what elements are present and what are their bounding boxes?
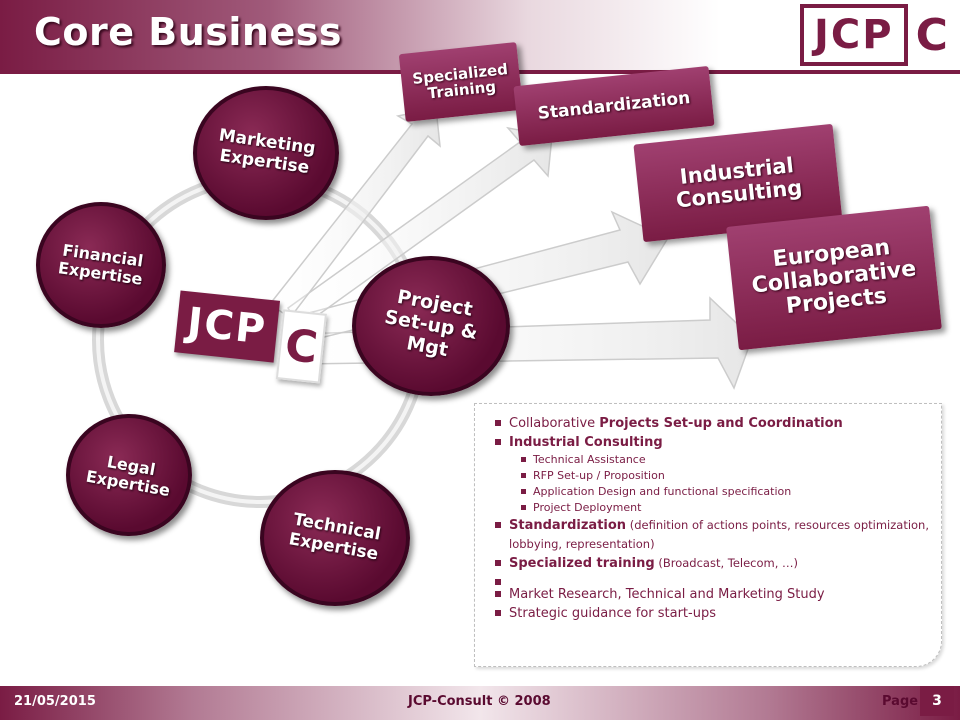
item2: Industrial Consulting — [509, 435, 663, 450]
list-item: Strategic guidance for start-ups — [495, 604, 941, 623]
list-item: Collaborative Projects Set-up and Coordi… — [495, 414, 941, 433]
legal-expertise-label: Legal Expertise — [84, 451, 171, 501]
marketing-expertise-circle: Marketing Expertise — [193, 86, 339, 220]
footer-bar: 21/05/2015 JCP-Consult © 2008 Page — [0, 686, 960, 720]
sub-list-item: Project Deployment — [509, 500, 941, 516]
technical-expertise-circle: Technical Expertise — [260, 470, 410, 606]
financial-expertise-circle: Financial Expertise — [36, 202, 166, 328]
arrow-training — [268, 107, 441, 320]
sub-list-item: RFP Set-up / Proposition — [509, 468, 941, 484]
logo-c: C — [915, 9, 948, 61]
footer-page-label: Page — [882, 694, 919, 709]
brand-logo: JCP C — [800, 4, 948, 66]
project-setup-circle: Project Set-up & Mgt — [352, 256, 510, 396]
center-logo-jcp: JCP — [174, 290, 281, 363]
logo-jcp: JCP — [800, 4, 908, 66]
european-projects-tag: European Collaborative Projects — [726, 205, 942, 351]
page-number: 3 — [920, 686, 954, 716]
page-title: Core Business — [34, 10, 342, 54]
specialized-training-tag: Specialized Training — [398, 42, 524, 122]
item3-rest: (definition of actions points, resources… — [509, 518, 929, 551]
footer-date: 21/05/2015 — [14, 694, 96, 709]
marketing-expertise-label: Marketing Expertise — [217, 125, 318, 179]
item4-bold: Specialized training — [509, 556, 655, 571]
item3-bold: Standardization — [509, 518, 627, 533]
list-spacer — [495, 573, 941, 585]
footer-copyright: JCP-Consult © 2008 — [408, 694, 551, 709]
list-item: Market Research, Technical and Marketing… — [495, 585, 941, 604]
logo-main-text: JCP — [814, 12, 894, 58]
item1-pre: Collaborative — [509, 416, 600, 431]
list-item: Industrial Consulting — [495, 433, 941, 452]
item4-rest: (Broadcast, Telecom, …) — [654, 556, 799, 570]
list-item: Specialized training (Broadcast, Telecom… — [495, 554, 941, 573]
center-logo-c: C — [275, 309, 327, 384]
technical-expertise-label: Technical Expertise — [287, 510, 383, 565]
sub-list-item: Application Design and functional specif… — [509, 484, 941, 500]
financial-expertise-label: Financial Expertise — [56, 240, 144, 289]
list-item: Standardization (definition of actions p… — [495, 516, 941, 554]
sub-list-item: Technical Assistance — [509, 452, 941, 468]
services-list: Collaborative Projects Set-up and Coordi… — [474, 403, 942, 667]
legal-expertise-circle: Legal Expertise — [66, 414, 192, 536]
center-logo: JCP C — [172, 285, 329, 392]
item1-bold: Projects Set-up and Coordination — [599, 416, 843, 431]
project-setup-label: Project Set-up & Mgt — [383, 286, 480, 362]
